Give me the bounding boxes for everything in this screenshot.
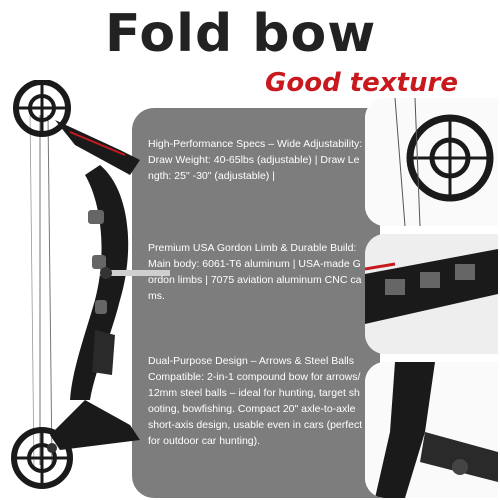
detail-photo-grip (365, 362, 498, 498)
detail-photo-riser (365, 234, 498, 354)
detail-photo-cam (365, 98, 498, 226)
product-title: Fold bow (105, 4, 377, 64)
feature-panel (132, 108, 380, 498)
product-subtitle: Good texture (265, 68, 458, 98)
compound-bow-image (11, 80, 170, 489)
feature-text-dual-purpose: Dual-Purpose Design – Arrows & Steel Bal… (148, 355, 363, 447)
feature-text-materials: Premium USA Gordon Limb & Durable Build:… (148, 242, 362, 302)
feature-text-specs: High-Performance Specs – Wide Adjustabil… (148, 138, 363, 182)
